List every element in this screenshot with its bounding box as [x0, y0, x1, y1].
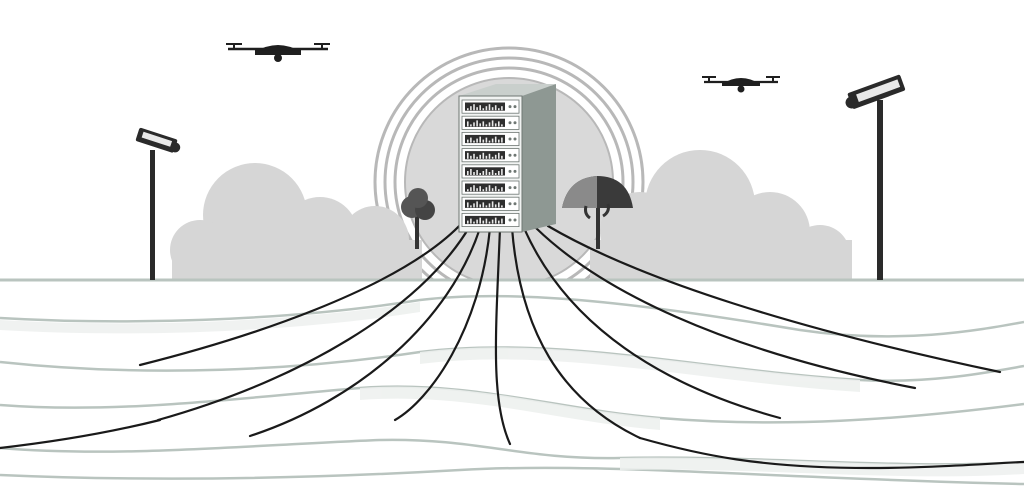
- server-unit: [461, 148, 520, 163]
- security-camera-icon: [845, 74, 906, 280]
- server-unit: [461, 115, 520, 130]
- server-unit: [461, 164, 520, 179]
- network-cables: [0, 220, 1024, 470]
- server-unit: [461, 180, 520, 195]
- drone-icon: [226, 43, 330, 62]
- security-camera-icon: [135, 127, 181, 280]
- server-unit: [461, 212, 520, 227]
- server-unit: [461, 131, 520, 146]
- server-unit: [461, 196, 520, 211]
- tree-icon: [562, 176, 633, 249]
- cloud-right: [590, 150, 852, 285]
- ground-surface: [0, 280, 1024, 490]
- server-unit: [461, 99, 520, 114]
- cloud-left: [170, 163, 422, 280]
- server-rack-icon: [458, 84, 556, 233]
- drone-icon: [702, 76, 780, 93]
- tree-icon: [401, 188, 435, 249]
